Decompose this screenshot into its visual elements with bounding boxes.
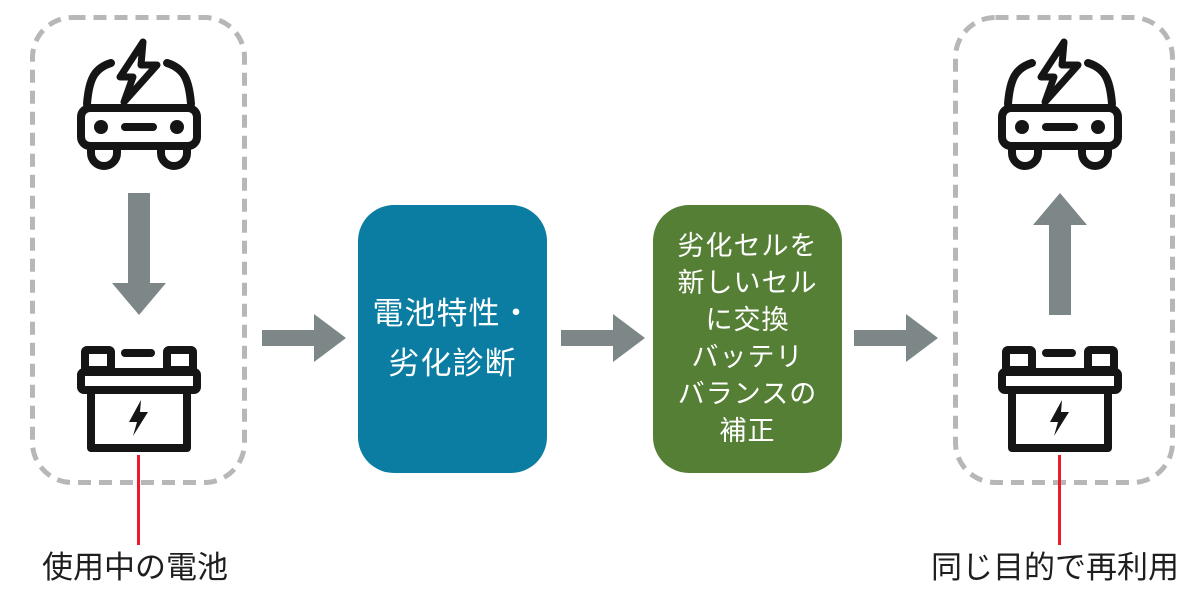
step-diagnosis-line: 劣化診断: [388, 346, 517, 381]
source-stage-group: [30, 15, 247, 485]
step-rebalance-line: 新しいセル: [677, 268, 818, 298]
step-rebalance-line: に交換: [705, 305, 790, 335]
ev-car-icon: [77, 38, 201, 170]
source-stage-label: 使用中の電池: [42, 550, 228, 585]
callout-line: [1058, 455, 1061, 545]
lightning-bolt-icon: [129, 400, 148, 436]
step-rebalance-line: バッテリ: [691, 342, 804, 372]
battery-icon: [77, 346, 201, 452]
arrow-right-icon: [561, 314, 645, 362]
arrow-right-icon: [262, 314, 346, 362]
step-rebalance-box: 劣化セルを 新しいセル に交換 バッテリ バランスの 補正: [653, 205, 842, 473]
dashed-border: [953, 15, 1175, 485]
arrow-up-icon: [1033, 193, 1087, 315]
callout-line: [137, 455, 140, 545]
step-rebalance-line: バランスの: [677, 379, 818, 409]
step-diagnosis-line: 電池特性・: [372, 296, 533, 331]
dashed-border: [30, 15, 247, 485]
lightning-bolt-icon: [1050, 400, 1069, 436]
ev-car-icon: [998, 38, 1122, 170]
arrow-down-icon: [112, 193, 166, 315]
step-rebalance-line: 補正: [719, 416, 776, 446]
arrow-right-icon: [854, 314, 938, 362]
lightning-bolt-icon: [1037, 38, 1082, 106]
battery-icon: [998, 346, 1122, 452]
result-stage-group: [953, 15, 1175, 485]
step-rebalance-line: 劣化セルを: [677, 231, 818, 261]
step-diagnosis-box: 電池特性・ 劣化診断: [358, 205, 547, 473]
lightning-bolt-icon: [116, 38, 161, 106]
result-stage-label: 同じ目的で再利用: [931, 550, 1179, 585]
